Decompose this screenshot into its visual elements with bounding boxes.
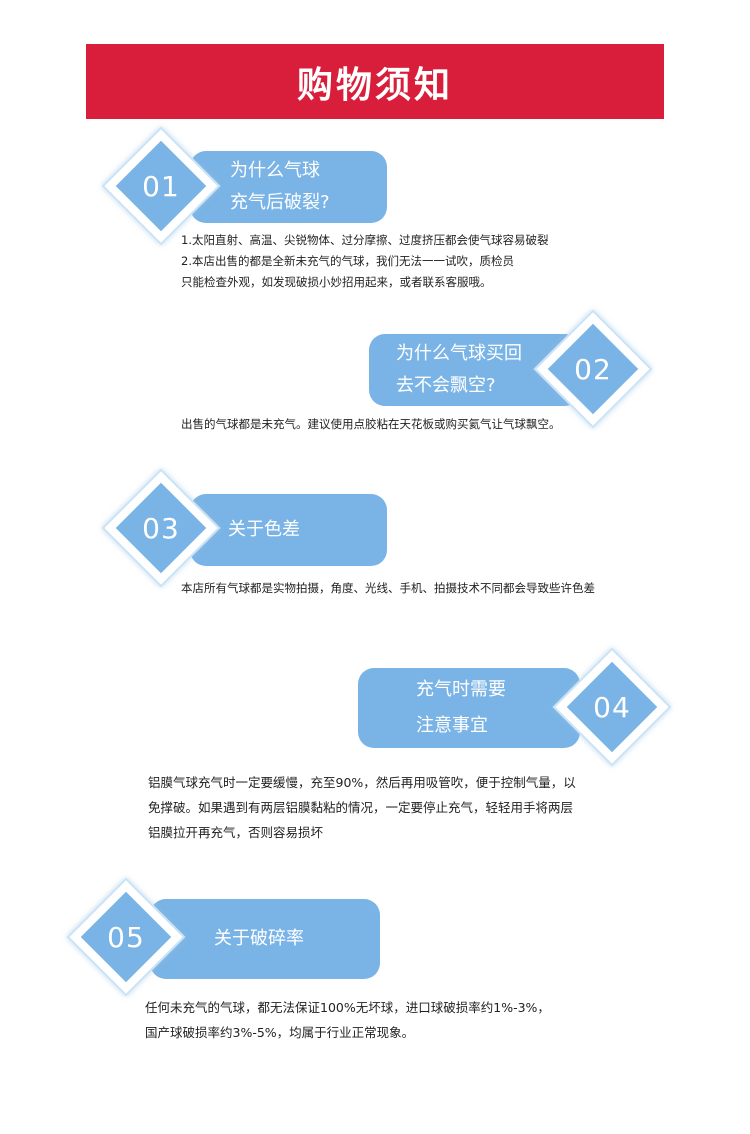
section-number: 04 <box>593 690 631 724</box>
answer-line: 任何未充气的气球，都无法保证100%无坏球，进口球破损率约1%-3%， <box>145 1000 550 1015</box>
page-title: 购物须知 <box>296 64 453 106</box>
answer-line: 出售的气球都是未充气。建议使用点胶粘在天花板或购买氦气让气球飘空。 <box>181 417 561 431</box>
question-line: 为什么气球买回 <box>396 343 522 364</box>
number-badge-04: 04 <box>552 647 672 767</box>
number-badge-05: 05 <box>66 877 186 997</box>
answer-text-01: 1.太阳直射、高温、尖锐物体、过分摩擦、过度挤压都会使气球容易破裂 2.本店出售… <box>181 230 548 293</box>
number-badge-03: 03 <box>101 468 221 588</box>
question-line: 充气时需要 <box>416 679 506 700</box>
answer-text-05: 任何未充气的气球，都无法保证100%无坏球，进口球破损率约1%-3%， 国产球破… <box>145 995 550 1045</box>
question-line: 关于色差 <box>228 519 300 540</box>
section-number: 02 <box>574 352 612 386</box>
question-pill-01: 为什么气球 充气后破裂? <box>190 151 387 223</box>
answer-line: 免撑破。如果遇到有两层铝膜黏粘的情况，一定要停止充气，轻轻用手将两层 <box>148 800 574 815</box>
answer-text-02: 出售的气球都是未充气。建议使用点胶粘在天花板或购买氦气让气球飘空。 <box>181 414 561 435</box>
number-badge-01: 01 <box>101 126 221 246</box>
answer-text-04: 铝膜气球充气时一定要缓慢，充至90%，然后再用吸管吹，便于控制气量，以 免撑破。… <box>148 770 576 845</box>
question-pill-04: 充气时需要 注意事宜 <box>358 668 580 748</box>
section-number: 03 <box>142 511 180 545</box>
section-number: 05 <box>107 920 145 954</box>
number-badge-02: 02 <box>533 309 653 429</box>
section-number: 01 <box>142 169 180 203</box>
question-pill-03: 关于色差 <box>190 494 387 566</box>
question-line: 关于破碎率 <box>214 928 304 949</box>
answer-line: 2.本店出售的都是全新未充气的气球，我们无法一一试吹，质检员 <box>181 254 514 268</box>
question-line: 去不会飘空? <box>396 375 496 396</box>
answer-line: 只能检查外观，如发现破损小妙招用起来，或者联系客服哦。 <box>181 275 492 289</box>
answer-line: 1.太阳直射、高温、尖锐物体、过分摩擦、过度挤压都会使气球容易破裂 <box>181 233 549 247</box>
answer-text-03: 本店所有气球都是实物拍摄，角度、光线、手机、拍摄技术不同都会导致些许色差 <box>181 578 595 599</box>
answer-line: 国产球破损率约3%-5%，均属于行业正常现象。 <box>145 1025 415 1040</box>
answer-line: 铝膜气球充气时一定要缓慢，充至90%，然后再用吸管吹，便于控制气量，以 <box>148 775 576 790</box>
question-line: 充气后破裂? <box>230 192 330 213</box>
answer-line: 铝膜拉开再充气，否则容易损坏 <box>148 825 324 840</box>
question-line: 注意事宜 <box>416 715 488 736</box>
question-pill-05: 关于破碎率 <box>150 899 380 979</box>
answer-line: 本店所有气球都是实物拍摄，角度、光线、手机、拍摄技术不同都会导致些许色差 <box>181 581 595 595</box>
question-line: 为什么气球 <box>230 160 320 181</box>
header-banner: 购物须知 <box>86 44 664 119</box>
